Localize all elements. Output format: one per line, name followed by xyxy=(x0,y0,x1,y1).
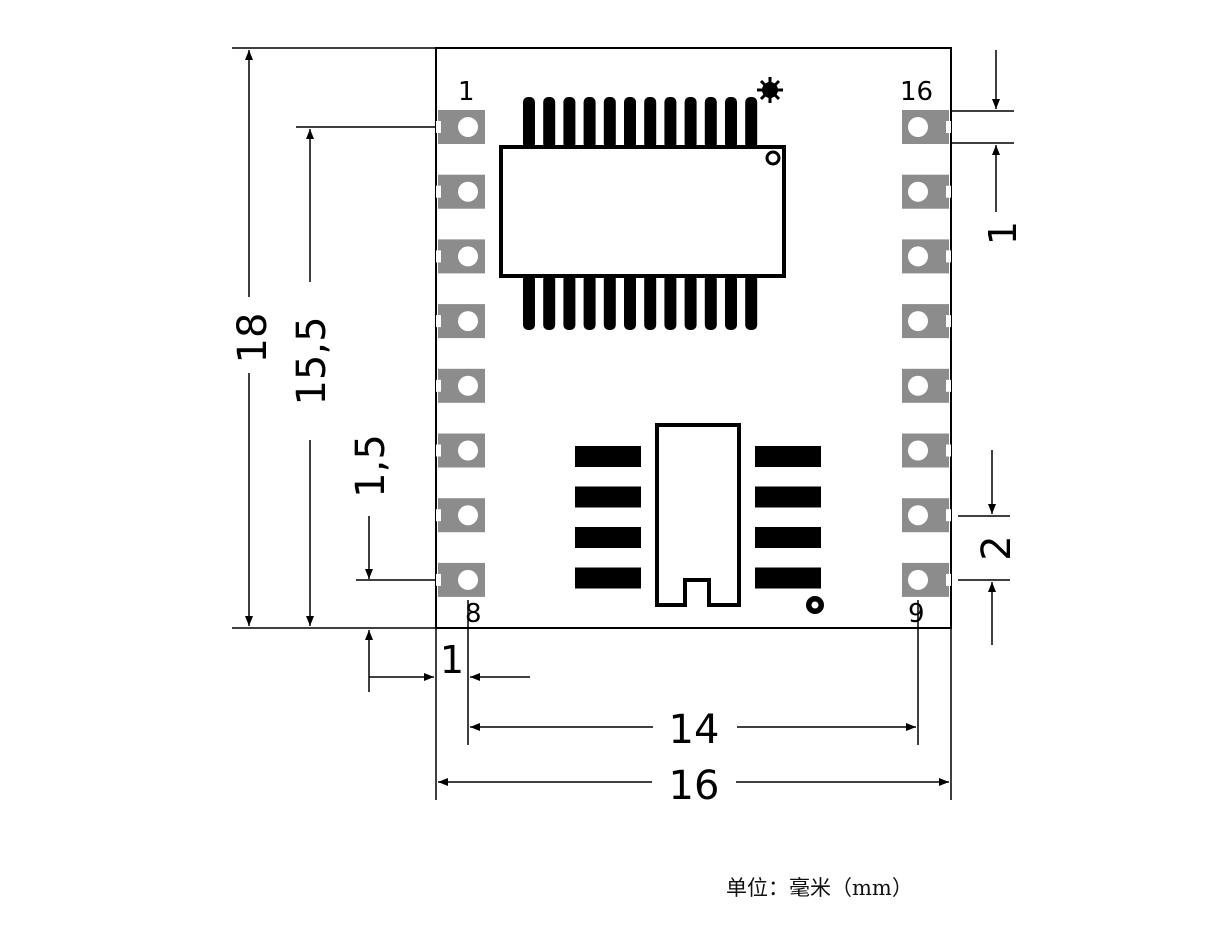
pad-left-6 xyxy=(436,433,485,468)
pad-right-16 xyxy=(902,110,951,144)
ic-bottom-leg xyxy=(583,274,596,330)
sop-pad-left xyxy=(575,446,641,467)
ic-bottom-leg xyxy=(543,274,556,330)
ic-bottom-leg xyxy=(523,274,535,330)
ic-bottom-leg xyxy=(745,274,758,330)
sop-pad-left xyxy=(575,567,641,589)
sop-pad-right xyxy=(755,446,821,467)
pin-9-label: 9 xyxy=(908,599,925,629)
pad-left-2 xyxy=(436,174,485,209)
ic-top-leg xyxy=(523,97,535,149)
ic-top-leg xyxy=(603,97,616,149)
ic-bottom-leg xyxy=(603,274,616,330)
ic-top-leg xyxy=(543,97,556,149)
sop-pad-right xyxy=(755,486,821,508)
ic-bottom-leg xyxy=(624,274,636,330)
dim-overall-width: 16 xyxy=(669,763,720,809)
pad-right-12 xyxy=(902,368,951,403)
ic-top-leg xyxy=(684,97,697,149)
dim-overall-height: 18 xyxy=(230,313,276,364)
ic-top-leg xyxy=(583,97,596,149)
pad-right-10 xyxy=(902,498,951,533)
pad-left-1 xyxy=(436,110,485,144)
ic-bottom-leg xyxy=(644,274,657,330)
sop-body-outline xyxy=(655,423,741,607)
dim-left-offset: 1 xyxy=(440,638,464,682)
unit-note: 单位：毫米（mm） xyxy=(726,876,913,900)
ic-top-leg xyxy=(624,97,636,149)
main-ic-chip xyxy=(499,77,786,330)
secondary-ic xyxy=(575,423,824,614)
dim-bottom-offset: 1,5 xyxy=(348,434,394,498)
pad-left-7 xyxy=(436,498,485,533)
pad-left-5 xyxy=(436,368,485,403)
ic-bottom-leg xyxy=(725,274,737,330)
ic-top-leg xyxy=(745,97,758,149)
dim-pad-width: 1 xyxy=(981,221,1025,245)
ic-top-leg xyxy=(664,97,677,149)
sop-pad-left xyxy=(575,486,641,508)
ic-bottom-leg xyxy=(684,274,697,330)
pad-left-8 xyxy=(436,562,485,597)
pad-right-9 xyxy=(902,562,951,597)
pad-left-3 xyxy=(436,239,485,274)
sop-pad-right xyxy=(755,567,821,589)
sop-pads xyxy=(575,446,821,589)
pad-right-11 xyxy=(902,433,951,468)
ic-bottom-leg xyxy=(664,274,677,330)
dim-pin-to-pin-width: 14 xyxy=(669,707,720,753)
dim-pitch: 2 xyxy=(974,535,1020,560)
ic-top-leg xyxy=(644,97,657,149)
pad-right-14 xyxy=(902,239,951,274)
ic-top-legs xyxy=(523,97,758,149)
pad-right-15 xyxy=(902,174,951,209)
pad-left-4 xyxy=(436,304,485,339)
pad-right-13 xyxy=(902,304,951,339)
ic-bottom-leg xyxy=(563,274,576,330)
right-pad-row xyxy=(902,110,951,597)
left-pad-row xyxy=(436,110,485,597)
pin-8-label: 8 xyxy=(465,599,482,629)
ic-bottom-leg xyxy=(704,274,717,330)
pin-16-label: 16 xyxy=(900,77,933,107)
pin-1-label: 1 xyxy=(458,77,475,107)
ic-top-leg xyxy=(725,97,737,149)
sop-pad-left xyxy=(575,527,641,548)
ic-pin1-notch xyxy=(765,150,781,166)
ic-orientation-mark xyxy=(757,77,783,103)
extension-lines xyxy=(232,47,1014,800)
dim-pin-span-height: 15,5 xyxy=(289,316,335,405)
ic-top-leg xyxy=(563,97,576,149)
ic-body xyxy=(499,145,786,278)
ic-top-leg xyxy=(704,97,717,149)
ic-bottom-legs xyxy=(523,274,758,330)
sop-pad-right xyxy=(755,527,821,548)
dimension-lines xyxy=(245,50,1000,786)
